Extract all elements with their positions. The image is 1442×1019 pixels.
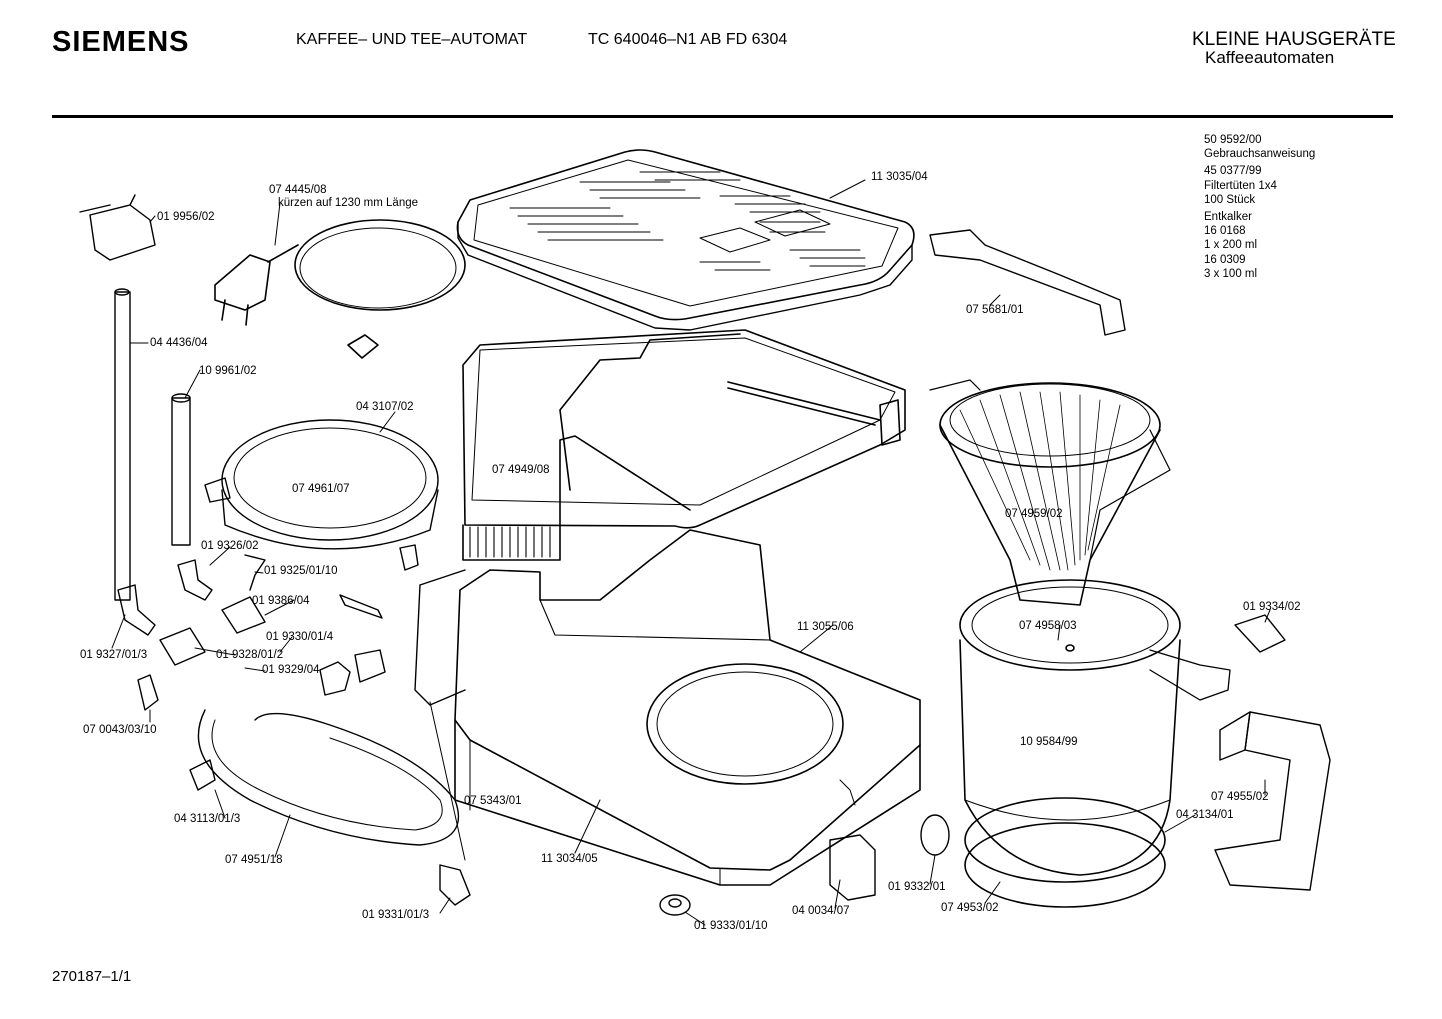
part-label-019334: 01 9334/02: [1243, 601, 1301, 613]
accessory-line: 1 x 200 ml: [1204, 239, 1258, 252]
subcategory-title: Kaffeeautomaten: [1205, 48, 1335, 67]
category-title: KLEINE HAUSGERÄTE: [1192, 29, 1396, 50]
part-label-019329: 01 9329/04: [262, 664, 320, 676]
part-label-074955: 07 4955/02: [1211, 791, 1269, 803]
part-label-074951: 07 4951/18: [225, 854, 283, 866]
accessory-line: Gebrauchsanweisung: [1204, 148, 1316, 161]
part-label-019325: 01 9325/01/10: [264, 565, 338, 577]
part-label-043113: 04 3113/01/3: [174, 813, 240, 825]
part-label-044436: 04 4436/04: [150, 337, 208, 349]
housing-base-part: [454, 529, 921, 886]
part-label-113035: 11 3035/04: [871, 171, 928, 183]
part-label-074953: 07 4953/02: [941, 902, 999, 914]
accessory-line: 45 0377/99: [1204, 165, 1262, 178]
part-labels: 01 9956/02 07 4445/08 kürzen auf 1230 mm…: [80, 171, 1301, 932]
accessory-line: Entkalker: [1204, 211, 1252, 224]
brand-logo: SIEMENS: [52, 26, 190, 58]
part-label-019331: 01 9331/01/3: [362, 909, 429, 921]
part-label-070043: 07 0043/03/10: [83, 724, 157, 736]
part-label-109584: 10 9584/99: [1020, 736, 1078, 748]
power-cord-part: [214, 219, 466, 359]
water-tank-part: [462, 329, 906, 561]
accessory-line: 16 0168: [1204, 225, 1246, 238]
small-parts: [79, 194, 471, 906]
part-label-019956: 01 9956/02: [157, 211, 215, 223]
filter-holder-part: [929, 379, 1171, 606]
leader-lines: [111, 179, 1271, 926]
part-label-075343: 07 5343/01: [464, 795, 522, 807]
part-label-019330: 01 9330/01/4: [266, 631, 334, 643]
model-number: TC 640046–N1 AB FD 6304: [588, 31, 788, 48]
part-label-113055: 11 3055/06: [797, 621, 854, 633]
header-rule: [52, 115, 1393, 118]
right-parts: [659, 229, 1331, 916]
part-label-019332: 01 9332/01: [888, 881, 946, 893]
part-label-019328: 01 9328/01/2: [216, 649, 283, 661]
part-label-074958: 07 4958/03: [1019, 620, 1077, 632]
part-label-019327: 01 9327/01/3: [80, 649, 147, 661]
part-label-074961: 07 4961/07: [292, 483, 350, 495]
drawing-code: 270187–1/1: [52, 968, 132, 985]
accessory-line: 16 0309: [1204, 253, 1246, 266]
part-label-075681: 07 5681/01: [966, 304, 1024, 316]
part-label-113034: 11 3034/05: [541, 853, 598, 865]
accessory-line: 100 Stück: [1204, 193, 1256, 206]
part-label-074959: 07 4959/02: [1005, 508, 1063, 520]
part-label-019326: 01 9326/02: [201, 540, 259, 552]
part-label-040034: 04 0034/07: [792, 905, 850, 917]
part-label-019333: 01 9333/01/10: [694, 920, 768, 932]
carafe-part: [959, 579, 1231, 908]
accessories-list: 50 9592/00 Gebrauchsanweisung 45 0377/99…: [1204, 133, 1315, 281]
part-label-109961: 10 9961/02: [199, 365, 257, 377]
part-label-074445-note: kürzen auf 1230 mm Länge: [278, 197, 418, 209]
accessory-line: 3 x 100 ml: [1204, 267, 1258, 280]
part-label-074445: 07 4445/08: [269, 184, 327, 196]
part-label-043107: 04 3107/02: [356, 401, 414, 413]
accessory-line: Filtertüten 1x4: [1204, 179, 1277, 192]
product-title: KAFFEE– UND TEE–AUTOMAT: [296, 31, 528, 48]
part-label-019386: 01 9386/04: [252, 595, 310, 607]
part-label-074949: 07 4949/08: [492, 464, 550, 476]
accessory-line: 50 9592/00: [1204, 134, 1262, 146]
lid-part: [456, 149, 915, 331]
part-label-043134: 04 3134/01: [1176, 809, 1234, 821]
